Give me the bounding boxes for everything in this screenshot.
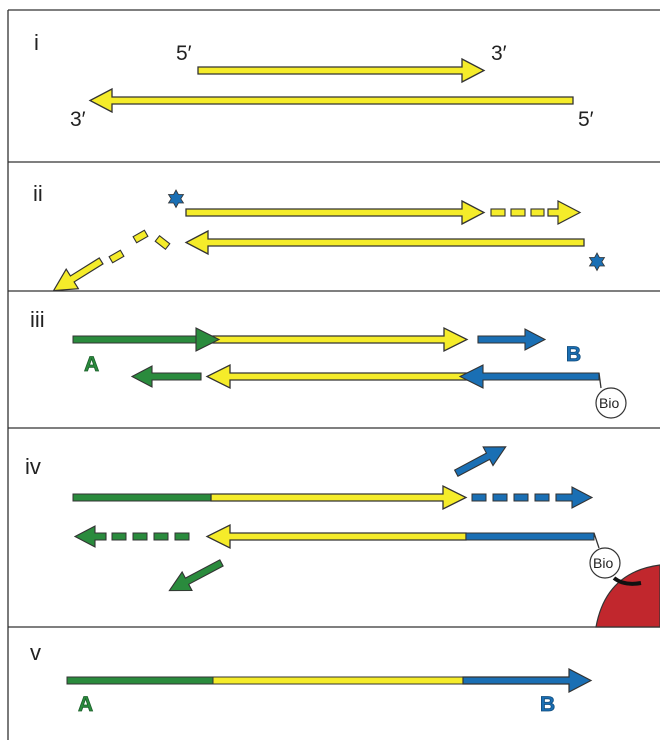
adapter-b-label: B: [540, 693, 555, 716]
panel-label-iv: iv: [25, 454, 41, 479]
adapter-a-junction-arrowhead: [195, 327, 221, 352]
adapter-a-segment: [66, 676, 214, 685]
reverse-strand-arrow: [184, 229, 585, 256]
template-forward-arrow: [212, 326, 469, 353]
primer-a-arrow: [130, 365, 202, 388]
biotin-label: Bio: [599, 395, 619, 411]
panel-frame: [7, 9, 660, 740]
star-icon: [588, 252, 606, 272]
biotin-tag: [589, 547, 621, 579]
forward-strand-arrow: [197, 57, 486, 84]
adapter-b-reverse-arrow: [458, 364, 600, 389]
template-reverse-arrow: [205, 363, 471, 390]
extension-arrowhead-a: [73, 525, 107, 548]
extension-arrowhead-reverse: [52, 257, 104, 292]
released-primer-a-arrow: [168, 559, 224, 592]
label-5prime-bottom: 5′: [578, 108, 594, 131]
extension-arrowhead-forward: [547, 200, 582, 225]
adapter-b-label: B: [566, 343, 581, 366]
primer-b-arrow: [477, 328, 547, 351]
biotin-linker: [598, 372, 602, 389]
streptavidin-binding-mark: [612, 576, 642, 586]
adapter-a-label: A: [78, 693, 93, 716]
panel-i: i 5′ 3′ 3′ 5′: [34, 30, 594, 131]
adapter-a-label: A: [84, 353, 99, 376]
panel-ii: ii: [33, 181, 606, 292]
panel-label-i: i: [34, 30, 39, 55]
panel-label-ii: ii: [33, 181, 43, 206]
panel-iii: iii A B Bio: [30, 307, 627, 419]
panel-label-v: v: [30, 640, 41, 665]
extension-arrowhead-b: [555, 486, 594, 509]
adapter-b-reverse: [465, 532, 595, 541]
extension-dashes-reverse: [108, 229, 171, 264]
extension-dashes-b: [471, 493, 550, 502]
released-primer-b-arrow: [453, 446, 507, 477]
adapter-a-forward: [72, 335, 214, 344]
forward-strand-arrow: [185, 199, 486, 226]
template-reverse-arrow: [205, 523, 467, 550]
extension-dashes-forward: [490, 208, 545, 217]
label-3prime-top: 3′: [491, 42, 507, 65]
biotin-label: Bio: [593, 555, 613, 571]
label-5prime-top: 5′: [176, 42, 192, 65]
star-icon: [167, 189, 185, 209]
template-forward-arrow: [210, 484, 468, 511]
biotin-linker: [593, 532, 600, 549]
template-segment: [212, 676, 464, 685]
biotin-tag: [595, 387, 627, 419]
extension-dashes-a: [111, 532, 190, 541]
panel-iv: iv Bio: [25, 446, 660, 628]
adapter-a-forward: [72, 493, 212, 502]
panel-v: v A B: [30, 640, 593, 716]
adapter-b-arrow: [462, 668, 593, 693]
reverse-strand-arrow: [88, 87, 574, 114]
label-3prime-bottom: 3′: [70, 108, 86, 131]
panel-label-iii: iii: [30, 307, 45, 332]
